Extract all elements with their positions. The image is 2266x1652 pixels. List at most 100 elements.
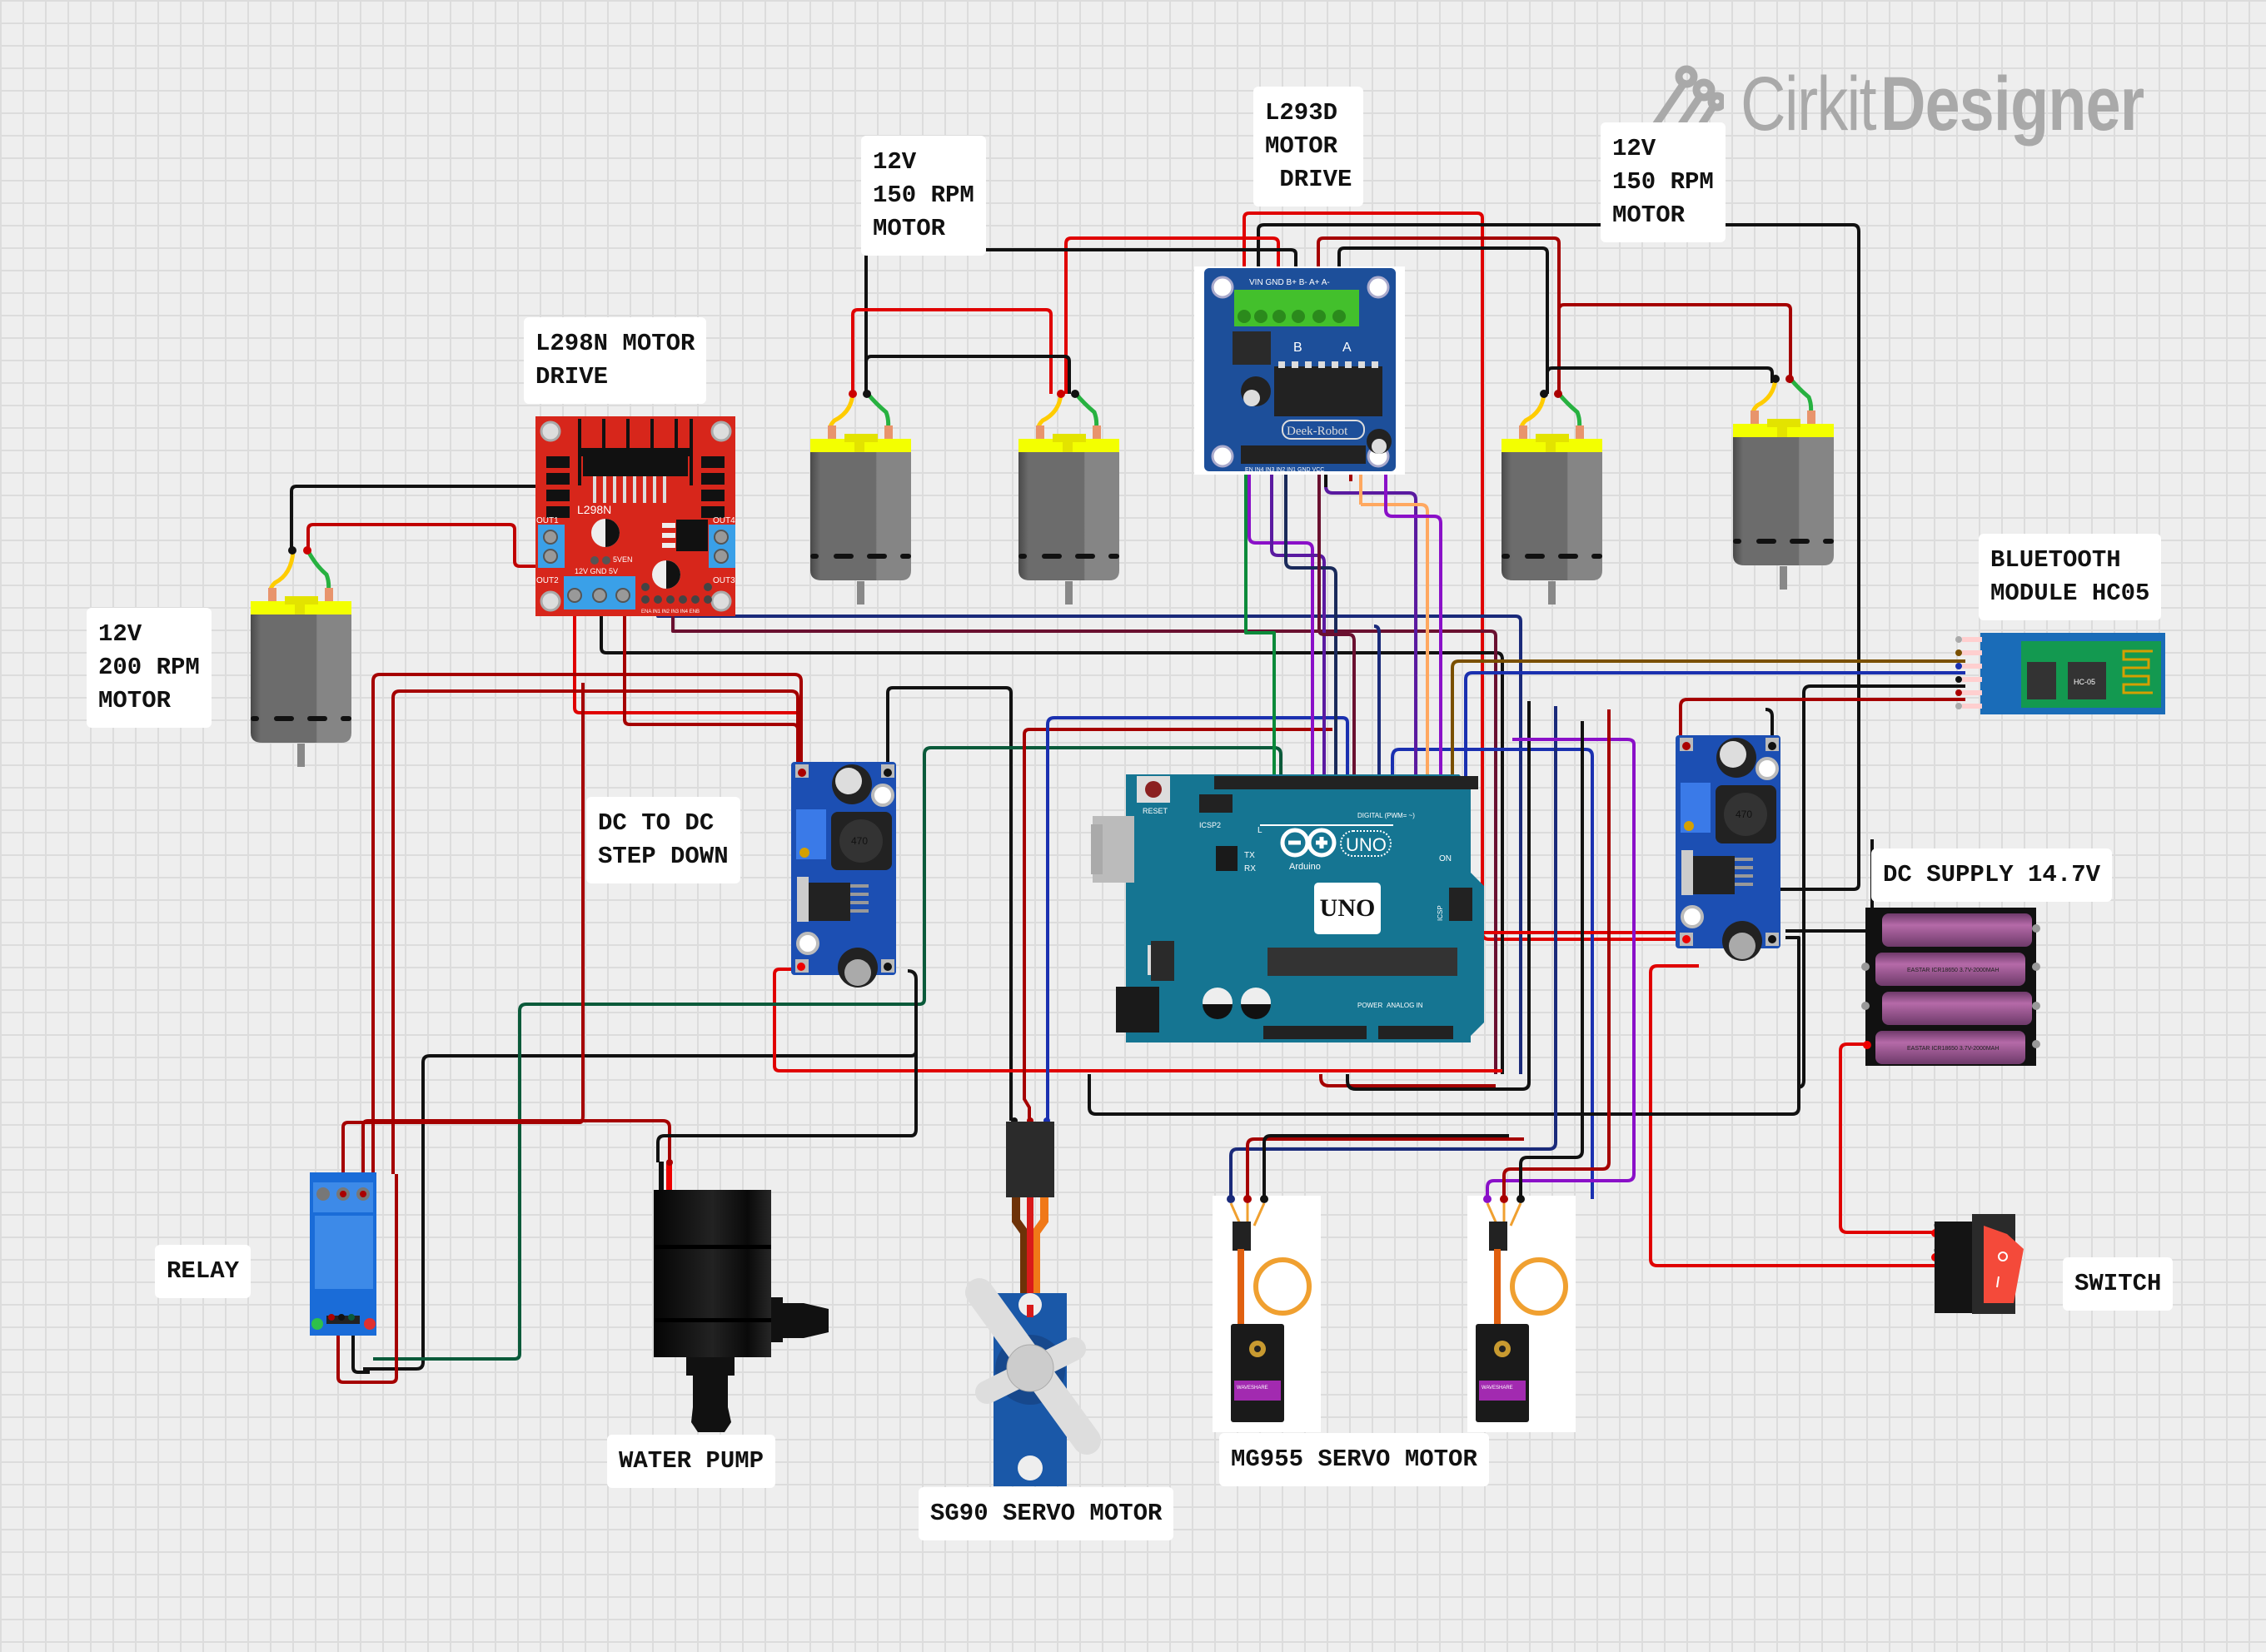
brand-name-light: Cirkit xyxy=(1741,62,1877,147)
arduino-uno[interactable]: RESET ICSP2 DIGITAL (PWM= ~) L TX RX UNO… xyxy=(1091,774,1484,1042)
servo-brand-label: WAVESHARE xyxy=(1237,1386,1268,1391)
wire[interactable] xyxy=(1361,503,1429,783)
wire[interactable] xyxy=(1064,236,1280,394)
label-bluetooth: BLUETOOTH MODULE HC05 xyxy=(1979,534,2162,620)
wire[interactable] xyxy=(1451,659,1965,783)
wire[interactable] xyxy=(1284,466,1337,783)
label-dc-supply: DC SUPPLY 14.7V xyxy=(1871,848,2113,902)
mg955-servo-2[interactable]: WAVESHARE xyxy=(1467,1195,1576,1432)
wire[interactable] xyxy=(371,673,803,1174)
out3-label: OUT3 xyxy=(713,576,735,585)
wire[interactable] xyxy=(1319,1074,1496,1087)
label-l298n: L298N MOTOR DRIVE xyxy=(524,317,707,404)
wire[interactable] xyxy=(1391,748,1594,1199)
hc05-bluetooth-module[interactable]: HC-05 xyxy=(1955,633,2165,714)
wire[interactable] xyxy=(1373,624,1381,783)
dc-dc-stepdown-left[interactable]: 470 xyxy=(791,762,896,988)
power-terminal-label: 12V GND 5V xyxy=(575,567,618,575)
l293d-top-pins-label: VIN GND B+ B- A+ A- xyxy=(1249,278,1330,287)
dc-motor-150rpm-4[interactable] xyxy=(1733,375,1834,590)
wire[interactable] xyxy=(671,606,1497,1074)
relay-module[interactable] xyxy=(310,1172,376,1336)
wire[interactable] xyxy=(1229,706,1557,1197)
channel-b-label: B xyxy=(1293,341,1302,355)
analog-header-label: ANALOG IN xyxy=(1387,1002,1423,1009)
wire[interactable] xyxy=(1046,716,1349,1121)
wire[interactable] xyxy=(1337,246,1549,394)
wire[interactable] xyxy=(361,1119,671,1181)
wire[interactable] xyxy=(1557,303,1792,391)
wire[interactable] xyxy=(1839,1042,1935,1234)
wire[interactable] xyxy=(1796,684,1965,1089)
wire[interactable] xyxy=(336,1174,398,1384)
5ven-label: 5VEN xyxy=(613,555,633,564)
mg955-servo-1[interactable]: WAVESHARE xyxy=(1213,1195,1321,1432)
wire[interactable] xyxy=(656,606,1522,1074)
wire[interactable] xyxy=(864,355,1071,394)
dc-dc-stepdown-right[interactable]: 470 xyxy=(1676,735,1780,961)
water-pump[interactable] xyxy=(654,1159,829,1432)
rocker-switch[interactable] xyxy=(1931,1214,2024,1314)
inductor-label: 470 xyxy=(851,835,868,847)
wire[interactable] xyxy=(363,969,918,1371)
wire[interactable] xyxy=(886,686,1013,1117)
wire[interactable] xyxy=(391,689,799,1174)
wire[interactable] xyxy=(1519,721,1584,1197)
label-water-pump: WATER PUMP xyxy=(607,1435,776,1488)
wire[interactable] xyxy=(1502,709,1611,1197)
wire[interactable] xyxy=(1324,466,1417,783)
led-tx-label: TX xyxy=(1244,851,1255,860)
sg90-servo[interactable] xyxy=(965,1117,1101,1486)
wire[interactable] xyxy=(1317,466,1356,783)
battery-cell-text: EASTAR ICR18650 3.7V-2000MAH xyxy=(1907,1046,1999,1052)
wire[interactable] xyxy=(1248,466,1314,783)
dc-motor-150rpm-2[interactable] xyxy=(1018,390,1119,605)
wire[interactable] xyxy=(1317,236,1561,394)
out1-label: OUT1 xyxy=(536,516,559,525)
label-switch: SWITCH xyxy=(2063,1257,2174,1311)
wire[interactable] xyxy=(1262,1134,1509,1197)
wire[interactable] xyxy=(306,523,547,568)
wire[interactable] xyxy=(290,485,547,550)
battery-pack-14-7v[interactable]: EASTAR ICR18650 3.7V-2000MAH EASTAR ICR1… xyxy=(1861,908,2040,1066)
wire[interactable] xyxy=(600,606,1504,1074)
wire[interactable] xyxy=(1243,211,1766,941)
out4-label: OUT4 xyxy=(713,516,735,525)
wire[interactable] xyxy=(351,1321,370,1374)
arduino-uno-badge: UNO xyxy=(1314,883,1381,934)
wire[interactable] xyxy=(1384,466,1442,783)
wire[interactable] xyxy=(1246,1137,1524,1197)
label-sg90: SG90 SERVO MOTOR xyxy=(919,1487,1174,1540)
wire[interactable] xyxy=(1765,708,1774,739)
wire[interactable] xyxy=(1088,936,1800,1116)
wire[interactable] xyxy=(656,999,918,1162)
power-header-label: POWER xyxy=(1357,1002,1382,1009)
wire[interactable] xyxy=(851,308,1053,396)
wire[interactable] xyxy=(341,683,585,1181)
hc05-chip-label: HC-05 xyxy=(2074,678,2095,686)
label-mg955: MG955 SERVO MOTOR xyxy=(1219,1433,1489,1486)
label-l293d: L293D MOTOR DRIVE xyxy=(1253,87,1364,206)
wire[interactable] xyxy=(1486,738,1636,1197)
wire[interactable] xyxy=(1679,698,1965,739)
wire[interactable] xyxy=(1346,701,1531,1091)
out2-label: OUT2 xyxy=(536,576,559,585)
arduino-logo-icon xyxy=(1280,828,1337,858)
deek-robot-brand: Deek-Robot xyxy=(1287,425,1348,438)
wire[interactable] xyxy=(773,968,1502,1072)
wire[interactable] xyxy=(1257,223,1860,891)
wire[interactable] xyxy=(1464,671,1965,783)
dc-motor-150rpm-1[interactable] xyxy=(810,390,911,605)
wires xyxy=(290,211,1965,1384)
digital-header-label: DIGITAL (PWM= ~) xyxy=(1357,812,1415,819)
wire[interactable] xyxy=(1023,728,1332,1121)
wire[interactable] xyxy=(1546,366,1774,391)
wire[interactable] xyxy=(1270,466,1326,783)
l298n-motor-driver[interactable]: L298N OUT1 OUT2 OUT4 OUT3 5VEN 12V GND 5… xyxy=(535,416,735,616)
on-label: ON xyxy=(1439,854,1452,863)
dc-motor-150rpm-3[interactable] xyxy=(1502,390,1602,605)
l293d-motor-driver[interactable]: VIN GND B+ B- A+ A- B A Deek-Robot EN IN… xyxy=(1194,266,1405,475)
dc-motor-200rpm[interactable] xyxy=(251,546,351,767)
wire[interactable] xyxy=(1244,470,1276,783)
